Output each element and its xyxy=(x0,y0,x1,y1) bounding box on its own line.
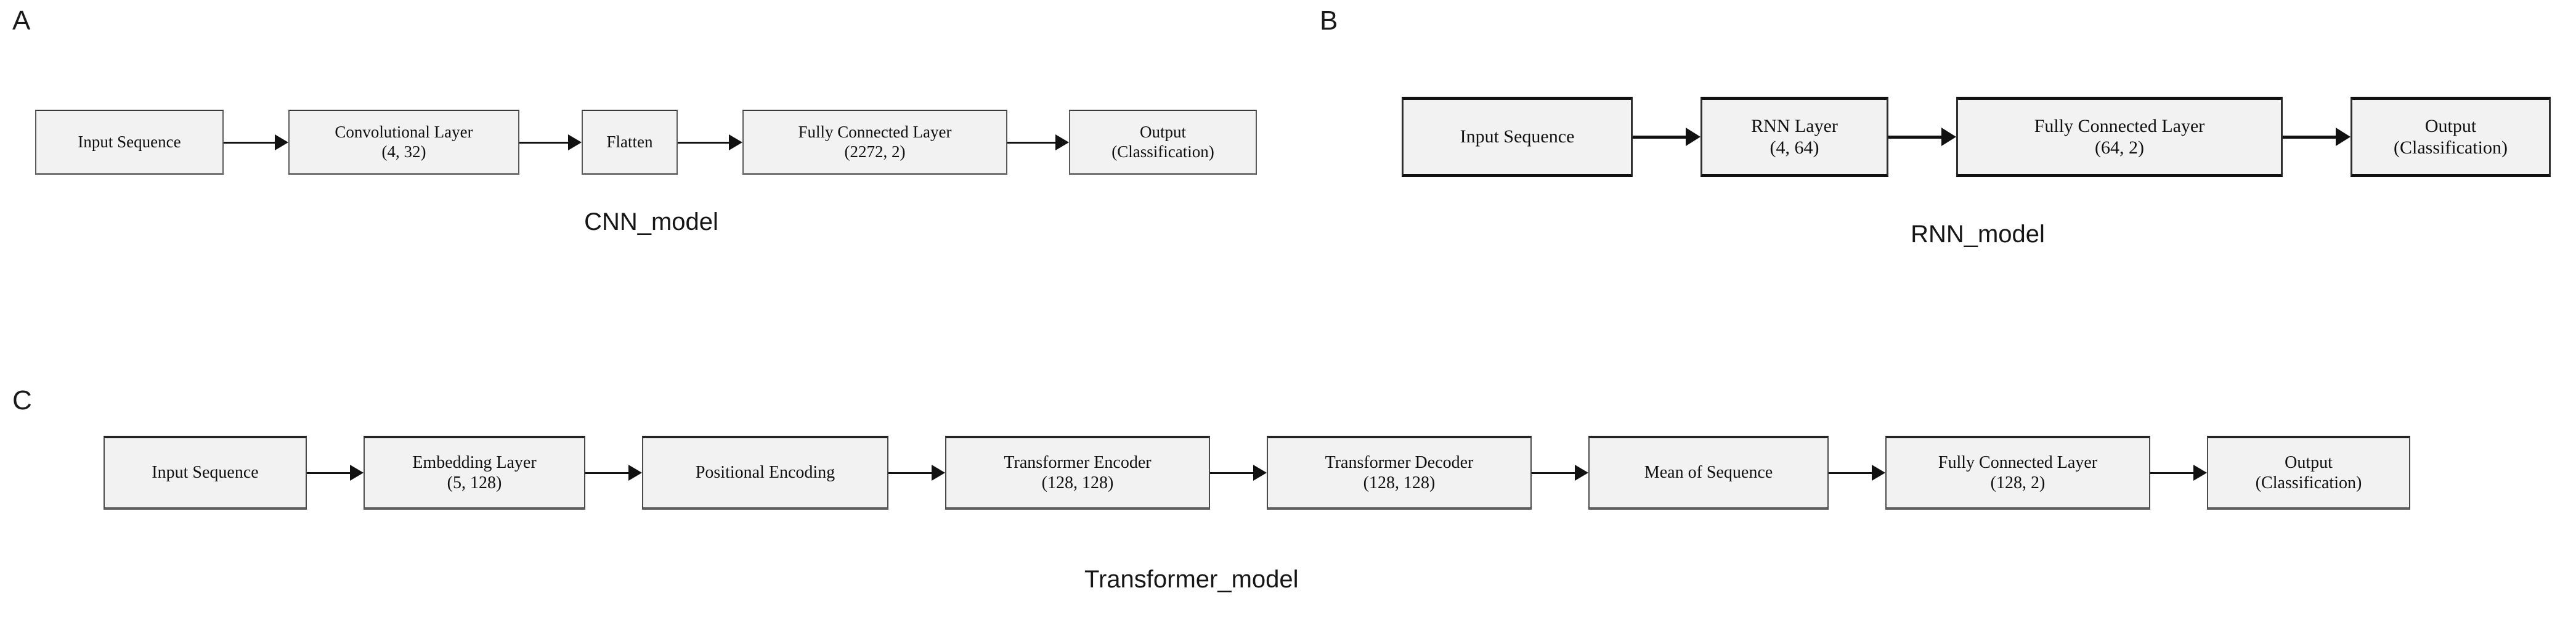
node-transformer-encoder: Transformer Encoder (128, 128) xyxy=(945,436,1210,510)
node-mean-of-sequence: Mean of Sequence xyxy=(1588,436,1829,510)
arrow-icon xyxy=(1633,128,1700,146)
arrow-shaft xyxy=(2150,472,2194,474)
node-title: Embedding Layer xyxy=(412,452,537,472)
node-title: Output xyxy=(2285,452,2333,472)
node-shape: (128, 2) xyxy=(1990,473,2046,492)
arrow-shaft xyxy=(1888,135,1942,139)
node-title: Positional Encoding xyxy=(695,463,835,483)
node-shape: (128, 128) xyxy=(1041,473,1114,492)
node-shape: (128, 128) xyxy=(1363,473,1436,492)
arrow-head xyxy=(2336,128,2350,146)
arrow-icon xyxy=(1829,464,1885,482)
node-shape: (4, 64) xyxy=(1769,137,1819,158)
arrow-shaft xyxy=(307,472,351,474)
caption-cnn-model: CNN_model xyxy=(584,208,718,235)
arrow-icon xyxy=(1210,464,1267,482)
node-title: Flatten xyxy=(606,132,653,151)
node-title: Output xyxy=(2424,115,2477,136)
arrow-icon xyxy=(1532,464,1588,482)
caption-rnn-model: RNN_model xyxy=(1911,221,2045,248)
node-title: Fully Connected Layer xyxy=(798,122,952,141)
panel-letter-c: C xyxy=(12,385,33,415)
node-title: Transformer Decoder xyxy=(1325,452,1474,472)
panel-letter-a: A xyxy=(12,6,31,36)
node-title: Fully Connected Layer xyxy=(1938,452,2098,472)
arrow-head xyxy=(1941,128,1956,146)
node-title: Mean of Sequence xyxy=(1644,463,1773,483)
arrow-icon xyxy=(2283,128,2350,146)
arrow-icon xyxy=(585,464,642,482)
node-input-sequence: Input Sequence xyxy=(104,436,307,510)
arrow-head xyxy=(628,465,642,481)
arrow-shaft xyxy=(1210,472,1254,474)
arrow-shaft xyxy=(1007,141,1056,144)
node-embedding-layer: Embedding Layer (5, 128) xyxy=(364,436,585,510)
arrow-shaft xyxy=(519,141,569,144)
node-title: Input Sequence xyxy=(78,132,181,151)
arrow-head xyxy=(568,134,582,150)
arrow-icon xyxy=(1007,133,1069,152)
arrow-icon xyxy=(678,133,742,152)
arrow-shaft xyxy=(678,141,729,144)
arrow-shaft xyxy=(1633,135,1686,139)
arrow-head xyxy=(350,465,364,481)
node-fully-connected-layer: Fully Connected Layer (128, 2) xyxy=(1885,436,2150,510)
arrow-head xyxy=(1575,465,1588,481)
node-title: Convolutional Layer xyxy=(335,122,473,141)
arrow-head xyxy=(2193,465,2207,481)
node-rnn-layer: RNN Layer (4, 64) xyxy=(1700,97,1888,177)
node-title: RNN Layer xyxy=(1751,115,1838,136)
node-shape: (4, 32) xyxy=(381,142,426,161)
node-shape: (Classification) xyxy=(2255,473,2362,492)
node-positional-encoding: Positional Encoding xyxy=(642,436,888,510)
arrow-icon xyxy=(224,133,288,152)
flow-diagram-rnn: Input Sequence RNN Layer (4, 64) Fully C… xyxy=(1402,94,2554,180)
arrow-shaft xyxy=(2283,135,2336,139)
node-fully-connected-layer: Fully Connected Layer (2272, 2) xyxy=(742,110,1007,175)
node-flatten: Flatten xyxy=(582,110,678,175)
node-input-sequence: Input Sequence xyxy=(35,110,224,175)
node-shape: (Classification) xyxy=(2394,137,2508,158)
arrow-icon xyxy=(307,464,364,482)
arrow-head xyxy=(729,134,742,150)
node-title: Input Sequence xyxy=(1460,126,1575,147)
node-title: Input Sequence xyxy=(152,463,259,483)
panel-letter-b: B xyxy=(1320,6,1338,36)
node-output: Output (Classification) xyxy=(1069,110,1257,175)
arrow-head xyxy=(932,465,945,481)
arrow-icon xyxy=(519,133,582,152)
node-title: Transformer Encoder xyxy=(1004,452,1152,472)
node-convolutional-layer: Convolutional Layer (4, 32) xyxy=(288,110,519,175)
flow-diagram-cnn: Input Sequence Convolutional Layer (4, 3… xyxy=(35,108,1261,177)
arrow-icon xyxy=(2150,464,2207,482)
arrow-icon xyxy=(1888,128,1956,146)
arrow-head xyxy=(1055,134,1069,150)
node-shape: (64, 2) xyxy=(2095,137,2144,158)
flow-diagram-transformer: Input Sequence Embedding Layer (5, 128) … xyxy=(104,433,2519,512)
arrow-shaft xyxy=(224,141,275,144)
node-transformer-decoder: Transformer Decoder (128, 128) xyxy=(1267,436,1532,510)
node-output: Output (Classification) xyxy=(2350,97,2551,177)
node-shape: (Classification) xyxy=(1111,142,1214,161)
arrow-head xyxy=(1686,128,1700,146)
arrow-icon xyxy=(888,464,945,482)
node-shape: (5, 128) xyxy=(447,473,502,492)
node-output: Output (Classification) xyxy=(2207,436,2410,510)
node-input-sequence: Input Sequence xyxy=(1402,97,1633,177)
arrow-shaft xyxy=(1532,472,1575,474)
arrow-head xyxy=(1872,465,1885,481)
node-shape: (2272, 2) xyxy=(844,142,906,161)
arrow-head xyxy=(1253,465,1267,481)
node-title: Fully Connected Layer xyxy=(2034,115,2205,136)
arrow-head xyxy=(275,134,288,150)
arrow-shaft xyxy=(888,472,932,474)
node-title: Output xyxy=(1139,122,1186,141)
node-fully-connected-layer: Fully Connected Layer (64, 2) xyxy=(1956,97,2283,177)
caption-transformer-model: Transformer_model xyxy=(1084,566,1299,593)
arrow-shaft xyxy=(585,472,629,474)
arrow-shaft xyxy=(1829,472,1872,474)
